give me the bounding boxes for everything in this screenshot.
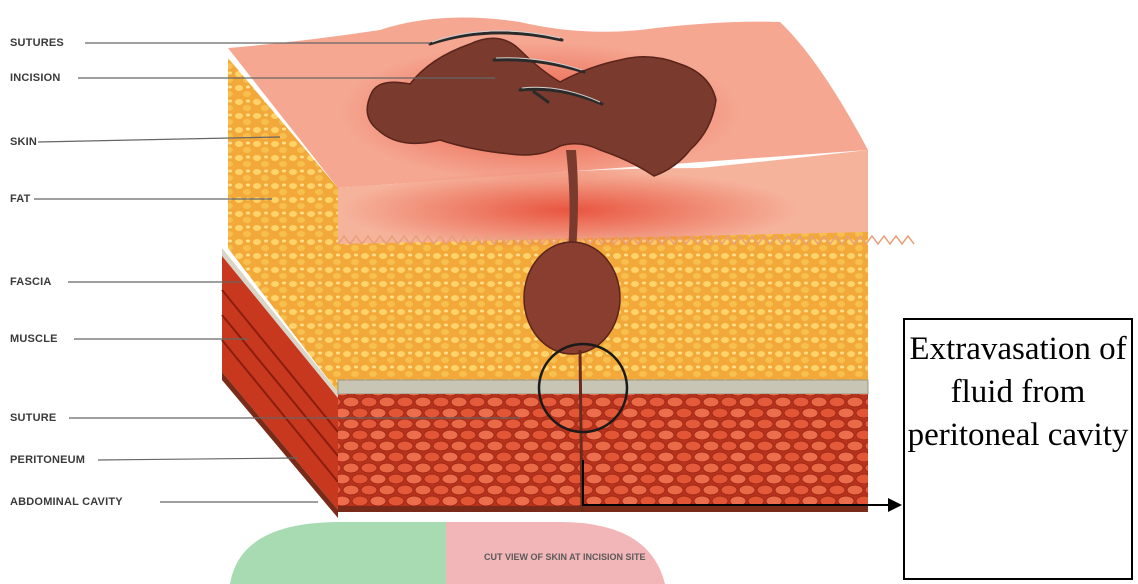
legend-caption: CUT VIEW OF SKIN AT INCISION SITE <box>484 552 646 562</box>
label-skin: SKIN <box>10 136 37 148</box>
label-abdominal-cavity: ABDOMINAL CAVITY <box>10 496 123 508</box>
label-fascia: FASCIA <box>10 276 52 288</box>
label-muscle: MUSCLE <box>10 333 58 345</box>
front-fascia <box>338 380 868 394</box>
front-muscle <box>338 394 868 506</box>
callout-text: Extravasation of fluid from peritoneal c… <box>905 328 1131 457</box>
callout-box: Extravasation of fluid from peritoneal c… <box>903 318 1133 580</box>
fluid-pocket <box>524 242 620 354</box>
label-suture: SUTURE <box>10 412 56 424</box>
callout-arrowhead <box>888 498 902 512</box>
label-sutures: SUTURES <box>10 37 64 49</box>
legend-green-shape <box>230 522 446 584</box>
label-peritoneum: PERITONEUM <box>10 454 85 466</box>
front-peritoneum <box>338 506 868 512</box>
label-incision: INCISION <box>10 72 61 84</box>
label-fat: FAT <box>10 193 31 205</box>
